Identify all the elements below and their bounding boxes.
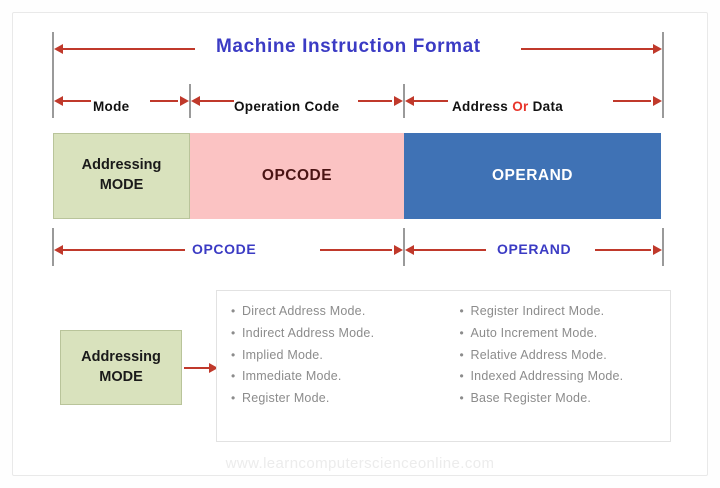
block-addressing-mode-line2: MODE xyxy=(99,177,144,193)
mode-arrow-head-left xyxy=(54,96,63,106)
operand-field-arrow-head-left xyxy=(405,96,414,106)
opcode-group-arrow-head-left xyxy=(54,245,63,255)
operand-field-arrow-shaft-right xyxy=(613,100,651,102)
title-arrow-head-right xyxy=(653,44,662,54)
block-opcode-label: OPCODE xyxy=(261,167,333,184)
list-item: • Register Indirect Mode. xyxy=(459,304,671,319)
operand-field-arrow-shaft-left xyxy=(414,100,448,102)
field-label-address: Address xyxy=(452,99,509,114)
list-item: • Indirect Address Mode. xyxy=(231,325,442,341)
callout-connector-head xyxy=(209,363,218,373)
bullet-icon: • xyxy=(231,347,236,362)
list-item-label: Indexed Addressing Mode. xyxy=(470,369,624,384)
guide-rule-right-bottom xyxy=(662,228,664,266)
title-arrow-shaft-right xyxy=(521,48,653,50)
opcode-group-arrow-shaft-right xyxy=(320,249,392,251)
list-item-label: Auto Increment Mode. xyxy=(470,325,598,340)
group-label-opcode: OPCODE xyxy=(192,241,257,257)
bullet-icon: • xyxy=(459,391,464,406)
block-opcode: OPCODE xyxy=(190,133,404,219)
bullet-icon: • xyxy=(231,304,236,318)
list-item-label: Base Register Mode. xyxy=(470,391,592,406)
list-item: • Relative Address Mode. xyxy=(459,347,671,363)
guide-rule-mid2-top xyxy=(403,84,405,118)
mode-arrow-row xyxy=(52,92,189,110)
opcode-group-arrow-head-right xyxy=(394,245,403,255)
list-item: • Auto Increment Mode. xyxy=(459,325,671,341)
bullet-icon: • xyxy=(231,391,236,406)
list-item: • Indexed Addressing Mode. xyxy=(460,370,671,384)
guide-rule-mid1-top xyxy=(189,84,191,118)
opcode-field-arrow-shaft-right xyxy=(358,100,392,102)
field-label-operation-code: Operation Code xyxy=(234,99,340,114)
opcode-field-arrow-head-left xyxy=(191,96,200,106)
list-item-label: Immediate Mode. xyxy=(242,369,342,384)
block-operand: OPERAND xyxy=(404,133,661,219)
mode-arrow-shaft-left xyxy=(63,100,91,102)
block-addressing-mode: Addressing MODE xyxy=(53,133,190,219)
callout-addressing-mode-line2: MODE xyxy=(99,368,143,385)
title-arrow-head-left xyxy=(54,44,63,54)
list-item: • Direct Address Mode. xyxy=(231,304,442,319)
bullet-icon: • xyxy=(459,325,464,340)
bullet-icon: • xyxy=(231,325,236,340)
page-title: Machine Instruction Format xyxy=(216,36,481,57)
list-item-label: Relative Address Mode. xyxy=(470,347,607,362)
list-item: • Immediate Mode. xyxy=(231,370,442,384)
addressing-modes-left-column: • Direct Address Mode. • Indirect Addres… xyxy=(217,291,442,441)
opcode-field-arrow-row xyxy=(191,92,403,110)
title-arrow-row xyxy=(52,40,664,58)
guide-rule-left-bottom xyxy=(52,228,54,266)
list-item: • Register Mode. xyxy=(231,391,442,406)
operand-group-arrow-head-left xyxy=(405,245,414,255)
list-item-label: Indirect Address Mode. xyxy=(242,325,375,340)
operand-group-arrow-shaft-right xyxy=(595,249,651,251)
field-label-address-or-data: Address Or Data xyxy=(452,99,563,114)
title-arrow-shaft-left xyxy=(63,48,195,50)
callout-connector-arrow xyxy=(184,359,218,377)
block-addressing-mode-line1: Addressing xyxy=(81,157,162,174)
bullet-icon: • xyxy=(231,369,236,384)
operand-field-arrow-head-right xyxy=(653,96,662,106)
opcode-field-arrow-head-right xyxy=(394,96,403,106)
mode-arrow-head-right xyxy=(180,96,189,106)
operand-group-arrow-shaft-left xyxy=(414,249,486,251)
mode-arrow-shaft-right xyxy=(150,100,178,102)
operand-group-arrow-row xyxy=(405,241,662,259)
list-item: • Base Register Mode. xyxy=(459,391,671,406)
field-label-mode: Mode xyxy=(93,99,130,114)
bullet-icon: • xyxy=(459,369,464,384)
list-item: • Implied Mode. xyxy=(231,347,442,363)
operand-group-arrow-head-right xyxy=(653,245,662,255)
callout-addressing-mode: Addressing MODE xyxy=(60,330,182,405)
addressing-modes-panel: • Direct Address Mode. • Indirect Addres… xyxy=(216,290,671,442)
list-item-label: Register Indirect Mode. xyxy=(470,304,605,318)
guide-rule-left-top xyxy=(52,32,54,118)
list-item-label: Direct Address Mode. xyxy=(242,304,366,318)
field-label-data: Data xyxy=(532,99,564,114)
list-item-label: Register Mode. xyxy=(242,391,330,406)
callout-addressing-mode-text: Addressing MODE xyxy=(81,348,161,387)
opcode-group-arrow-row xyxy=(52,241,403,259)
field-label-or: Or xyxy=(512,99,529,114)
block-operand-label: OPERAND xyxy=(491,167,573,184)
callout-connector-shaft xyxy=(184,367,210,369)
addressing-modes-right-column: • Register Indirect Mode. • Auto Increme… xyxy=(442,291,671,441)
block-addressing-mode-text: Addressing MODE xyxy=(82,156,162,195)
operand-field-arrow-row xyxy=(405,92,662,110)
guide-rule-mid2-bottom xyxy=(403,228,405,266)
watermark: www.learncomputerscienceonline.com xyxy=(225,455,495,472)
bullet-icon: • xyxy=(459,304,464,318)
group-label-operand: OPERAND xyxy=(497,241,572,257)
opcode-field-arrow-shaft-left xyxy=(200,100,234,102)
bullet-icon: • xyxy=(459,347,464,362)
callout-addressing-mode-line1: Addressing xyxy=(81,348,161,365)
guide-rule-right-top xyxy=(662,32,664,118)
list-item-label: Implied Mode. xyxy=(242,347,324,362)
opcode-group-arrow-shaft-left xyxy=(63,249,185,251)
